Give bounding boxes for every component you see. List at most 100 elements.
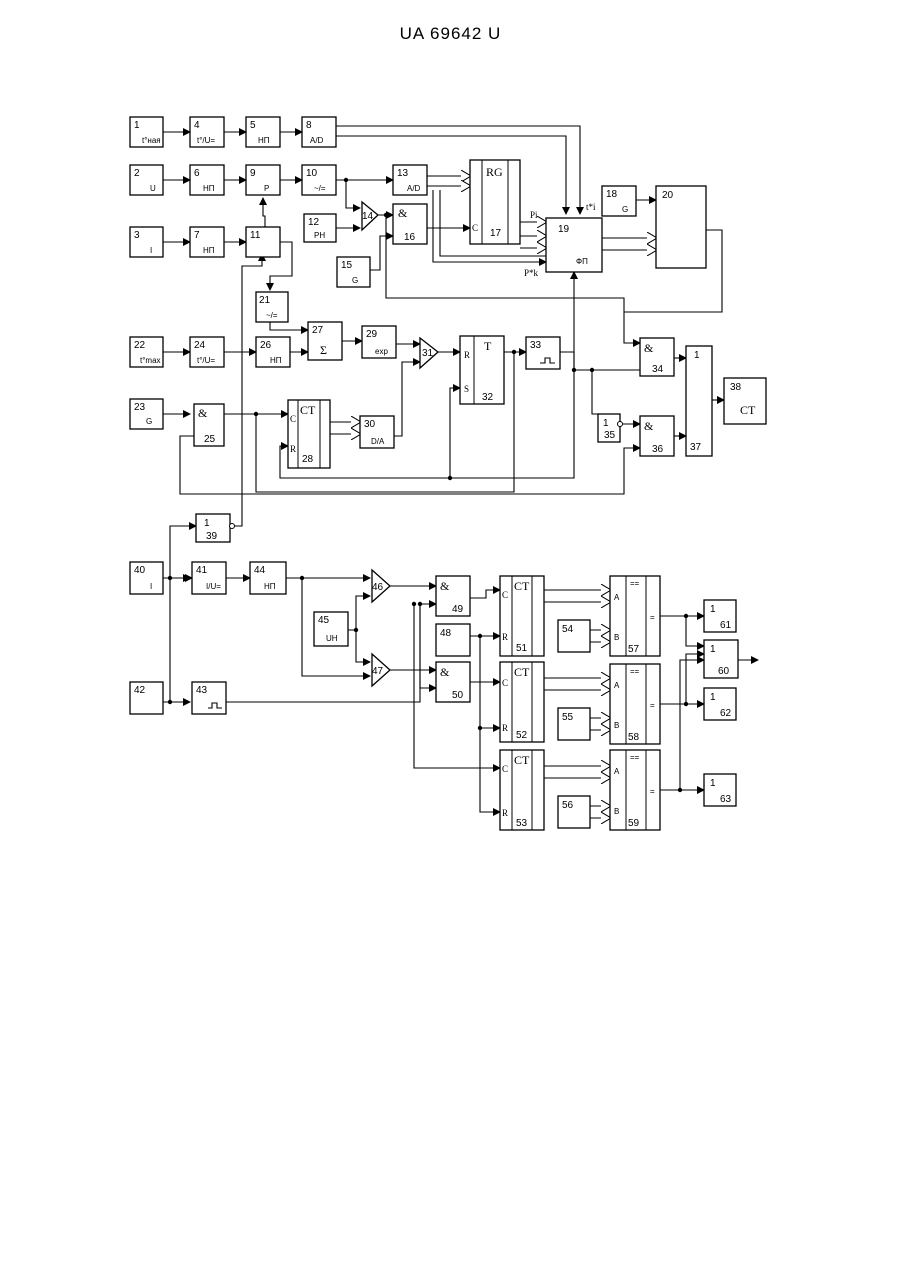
block-51-number: 51 [516,643,528,654]
block-53-counter: CT C R 53 [500,750,544,830]
block-15: 15 G [337,257,370,287]
block-61-label: 1 [710,604,716,615]
block-25-label: & [198,406,208,420]
block-62-label: 1 [710,692,716,703]
block-20: 20 [656,186,706,268]
block-41-number: 41 [196,565,208,576]
block-26-number: 26 [260,340,272,351]
block-59-comparator: == A B = 59 [610,750,660,830]
block-35-label: 1 [603,418,609,429]
block-44-number: 44 [254,565,266,576]
block-11: 11 [246,227,280,257]
block-22-number: 22 [134,340,146,351]
block-37-or: 1 37 [686,346,712,456]
block-21-number: 21 [259,295,271,306]
block-55-number: 55 [562,712,574,723]
block-5-label: НП [258,136,270,145]
block-37-number: 37 [690,442,702,453]
block-3-label: I [150,246,152,255]
block-30: 30 D/A [360,416,394,448]
block-32-pin-r: R [464,350,470,360]
block-52-pin-r: R [502,723,508,733]
block-2-label: U [150,184,156,193]
block-40: 40 I [130,562,163,594]
block-57-out: = [650,613,655,622]
block-14-number: 14 [362,211,374,222]
block-17-label: RG [486,165,503,179]
block-26: 26 НП [256,337,290,367]
block-37-label: 1 [694,350,700,361]
block-13-label: A/D [407,184,421,193]
block-49-number: 49 [452,604,464,615]
block-45-label: UН [326,634,338,643]
block-51-counter: CT C R 51 [500,576,544,656]
block-62: 1 62 [704,688,736,720]
block-42-number: 42 [134,685,146,696]
block-16-number: 16 [404,232,416,243]
block-52-counter: CT C R 52 [500,662,544,742]
block-32-pin-s: S [464,384,469,394]
block-43-number: 43 [196,685,208,696]
block-9-number: 9 [250,168,256,179]
block-49-and: & 49 [436,576,470,616]
block-56-number: 56 [562,800,574,811]
block-51-pin-c: C [502,590,508,600]
block-45: 45 UН [314,612,348,646]
block-49-label: & [440,579,450,593]
block-33-number: 33 [530,340,542,351]
block-22: 22 t°max [130,337,163,367]
block-31-comparator: 31 [420,338,438,368]
block-38-label: CT [740,403,756,417]
block-18-number: 18 [606,189,618,200]
block-12-label: PН [314,231,325,240]
block-54: 54 [558,620,590,652]
block-39-label: 1 [204,518,210,529]
block-46-comparator: 46 [372,570,390,602]
block-27-number: 27 [312,325,324,336]
block-18: 18 G [602,186,636,216]
block-29-label: exp [375,347,388,356]
block-58-number: 58 [628,732,640,743]
block-7-number: 7 [194,230,200,241]
signal-pi: Pi [530,210,538,220]
block-17-number: 17 [490,228,502,239]
block-14-comparator: 14 [362,202,378,230]
block-6-label: НП [203,184,215,193]
block-19-label: ФП [576,257,588,266]
block-1: 1 t°ная [130,117,163,147]
block-18-label: G [622,205,628,214]
block-60-or: 1 60 [704,640,738,678]
block-58-label: == [630,667,640,676]
block-57-pin-a: A [614,593,620,602]
block-23-label: G [146,417,152,426]
signal-pk: P*k [524,268,539,278]
block-35-number: 35 [604,430,616,441]
block-27-summator: 27 Σ [308,322,342,360]
block-27-label: Σ [320,343,327,357]
block-21: 21 ~/= [256,292,288,322]
block-45-number: 45 [318,615,330,626]
block-39-number: 39 [206,531,218,542]
block-11-number: 11 [250,230,261,241]
block-2: 2 U [130,165,163,195]
block-30-label: D/A [371,437,385,446]
block-38-number: 38 [730,382,742,393]
block-44: 44 НП [250,562,286,594]
block-22-label: t°max [140,356,161,365]
block-57-label: == [630,579,640,588]
block-19-function-converter: 19 ФП [546,218,602,272]
block-51-label: CT [514,579,530,593]
block-63-label: 1 [710,778,716,789]
block-30-number: 30 [364,419,376,430]
block-63-number: 63 [720,794,732,805]
block-52-number: 52 [516,730,528,741]
block-42: 42 [130,682,163,714]
block-23-number: 23 [134,402,146,413]
block-6: 6 НП [190,165,224,195]
block-32-label: T [484,339,492,353]
block-41: 41 I/U= [192,562,226,594]
block-61: 1 61 [704,600,736,632]
block-35-inverter: 1 35 [598,414,623,442]
block-23: 23 G [130,399,163,429]
block-48-number: 48 [440,628,452,639]
